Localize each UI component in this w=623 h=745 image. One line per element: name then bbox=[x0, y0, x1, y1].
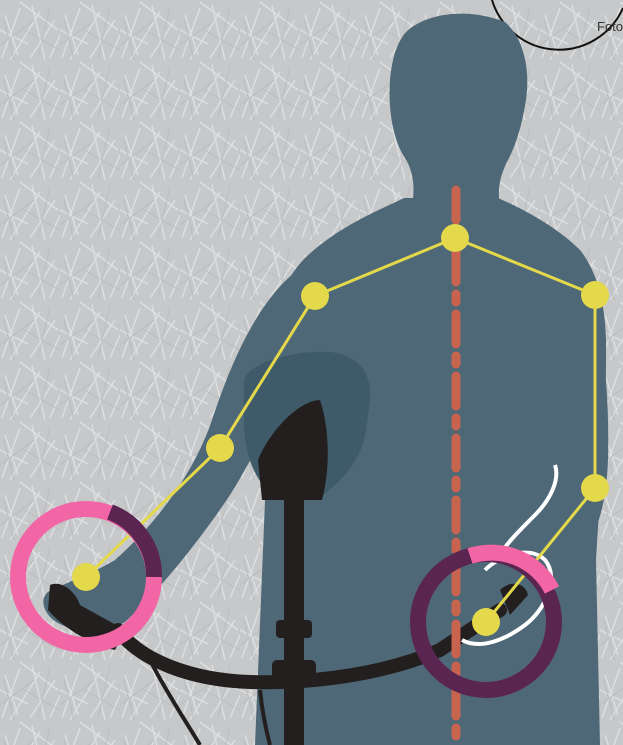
left-shoulder-joint-dot bbox=[301, 282, 329, 310]
photo-credit: Foto bbox=[597, 19, 623, 34]
right-shoulder-joint-dot bbox=[581, 281, 609, 309]
right-wrist-joint-dot bbox=[472, 608, 500, 636]
right-elbow-joint-dot bbox=[581, 474, 609, 502]
neck-joint-dot bbox=[441, 224, 469, 252]
detector-shaft-collar bbox=[276, 620, 312, 638]
left-elbow-joint-dot bbox=[206, 434, 234, 462]
left-wrist-joint-dot bbox=[72, 563, 100, 591]
